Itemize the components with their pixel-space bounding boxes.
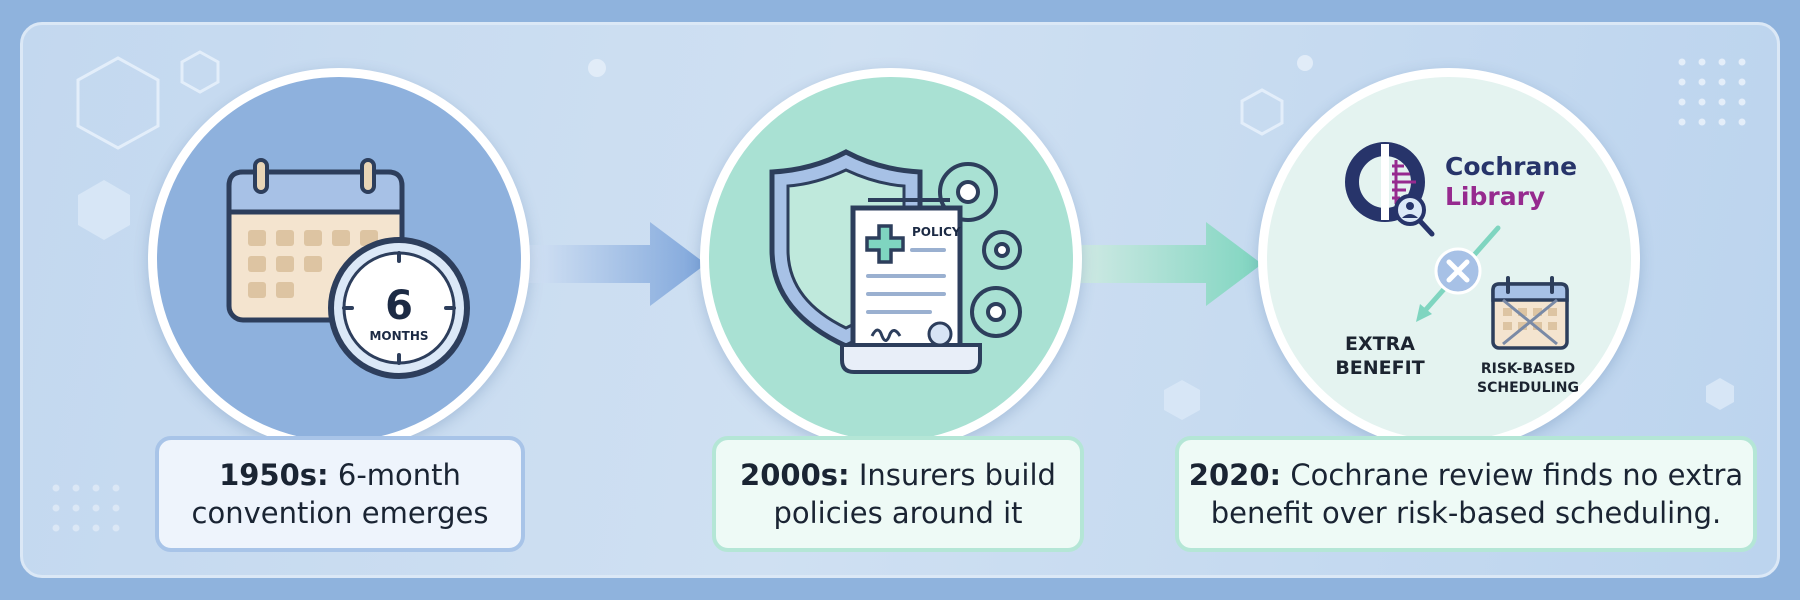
dot-icon	[1297, 55, 1313, 71]
dot-grid-icon	[52, 484, 120, 532]
caption-text: 6-month	[337, 458, 461, 492]
hexagon-icon	[1164, 380, 1200, 420]
caption-text: policies around it	[773, 496, 1023, 530]
caption-2020: 2020: Cochrane review finds no extra ben…	[1175, 436, 1757, 552]
dot-grid-icon	[1678, 58, 1746, 126]
caption-text: convention emerges	[191, 496, 489, 530]
hexagon-icon	[1706, 378, 1734, 410]
caption-year: 1950s:	[219, 458, 329, 492]
magnifier-icon	[1394, 194, 1435, 237]
gear-icon	[938, 162, 1022, 338]
label-risk-based-scheduling: RISK-BASED SCHEDULING	[1477, 361, 1579, 396]
hexagon-outline-icon	[1240, 88, 1284, 136]
badge-number: 6	[385, 283, 413, 329]
brand-line-1: Cochrane	[1445, 152, 1578, 181]
caption-text: Insurers build	[858, 458, 1056, 492]
brand-line-2: Library	[1445, 182, 1546, 211]
dot-icon	[588, 59, 606, 77]
cross-icon	[1434, 247, 1482, 295]
hexagon-icon	[78, 180, 130, 240]
badge-unit: MONTHS	[369, 329, 428, 343]
hexagon-outline-icon	[180, 50, 220, 94]
document-label: POLICY	[912, 225, 961, 239]
cochrane-brand: Cochrane Library	[1445, 152, 1577, 212]
caption-year: 2020:	[1188, 458, 1282, 492]
caption-text: benefit over risk-based scheduling.	[1210, 496, 1722, 530]
calendar-crossed-icon	[1491, 276, 1569, 350]
arrow-right-icon	[1080, 222, 1262, 306]
caption-text: Cochrane review finds no extra	[1290, 458, 1744, 492]
label-extra-benefit: EXTRA BENEFIT	[1335, 333, 1425, 379]
arrow-right-icon	[528, 222, 706, 306]
caption-year: 2000s:	[740, 458, 850, 492]
caption-1950s: 1950s: 6-month convention emerges	[155, 436, 525, 552]
hexagon-outline-icon	[76, 56, 160, 150]
caption-2000s: 2000s: Insurers build policies around it	[712, 436, 1084, 552]
cochrane-logo-icon	[1345, 142, 1425, 222]
